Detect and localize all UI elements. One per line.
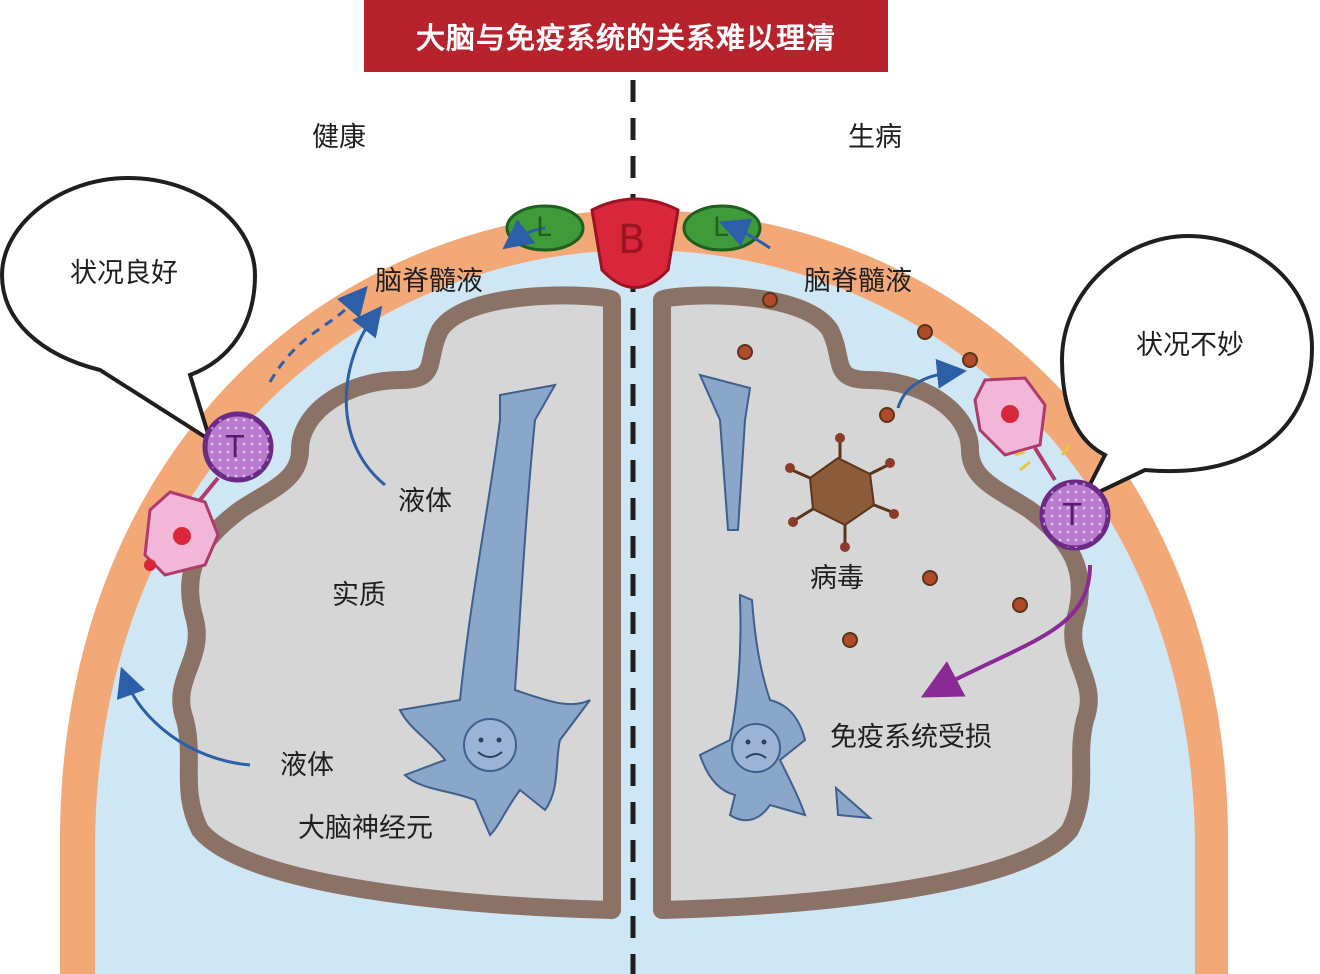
arrow-csf-left [502, 219, 546, 250]
l-marker-right: L [713, 212, 729, 243]
speech-bubble-left [0, 175, 258, 445]
speech-bubble-right [1059, 233, 1315, 505]
neuron-sick [698, 373, 873, 822]
neuron-healthy [398, 383, 591, 837]
label-fluid-bottom: 液体 [280, 750, 334, 781]
diagram-title: 大脑与免疫系统的关系难以理清 [364, 0, 888, 72]
arrow-fluid-bottom [116, 666, 251, 767]
t-cell-left [202, 411, 274, 483]
l-marker-left: L [536, 212, 552, 243]
macrophage-left [143, 476, 220, 577]
arrow-dashed [268, 285, 368, 383]
label-csf-left: 脑脊髓液 [375, 266, 483, 297]
arrow-immune [920, 564, 1092, 698]
label-virus: 病毒 [810, 563, 864, 594]
virus-particles [737, 292, 1028, 648]
side-label-healthy: 健康 [312, 122, 366, 153]
macrophage-right [973, 376, 1072, 482]
label-immune-damaged: 免疫系统受损 [830, 722, 992, 753]
label-neuron: 大脑神经元 [298, 813, 433, 844]
t-marker-right: T [1063, 498, 1082, 533]
bubble-text-right: 状况不妙 [1136, 330, 1244, 361]
arrow-fluid-top [344, 305, 386, 487]
label-csf-right: 脑脊髓液 [804, 266, 912, 297]
label-parenchyma: 实质 [332, 580, 386, 611]
b-marker-letter: B [618, 217, 646, 263]
bubble-text-left: 状况良好 [70, 258, 178, 289]
arrow-csf-right [718, 218, 771, 250]
side-label-sick: 生病 [848, 122, 902, 153]
label-fluid-top: 液体 [398, 486, 452, 517]
t-cell-right [1039, 479, 1111, 551]
t-marker-left: T [226, 430, 245, 465]
virus [785, 433, 899, 552]
b-cell-node [590, 197, 680, 289]
arrow-virus [896, 358, 967, 409]
